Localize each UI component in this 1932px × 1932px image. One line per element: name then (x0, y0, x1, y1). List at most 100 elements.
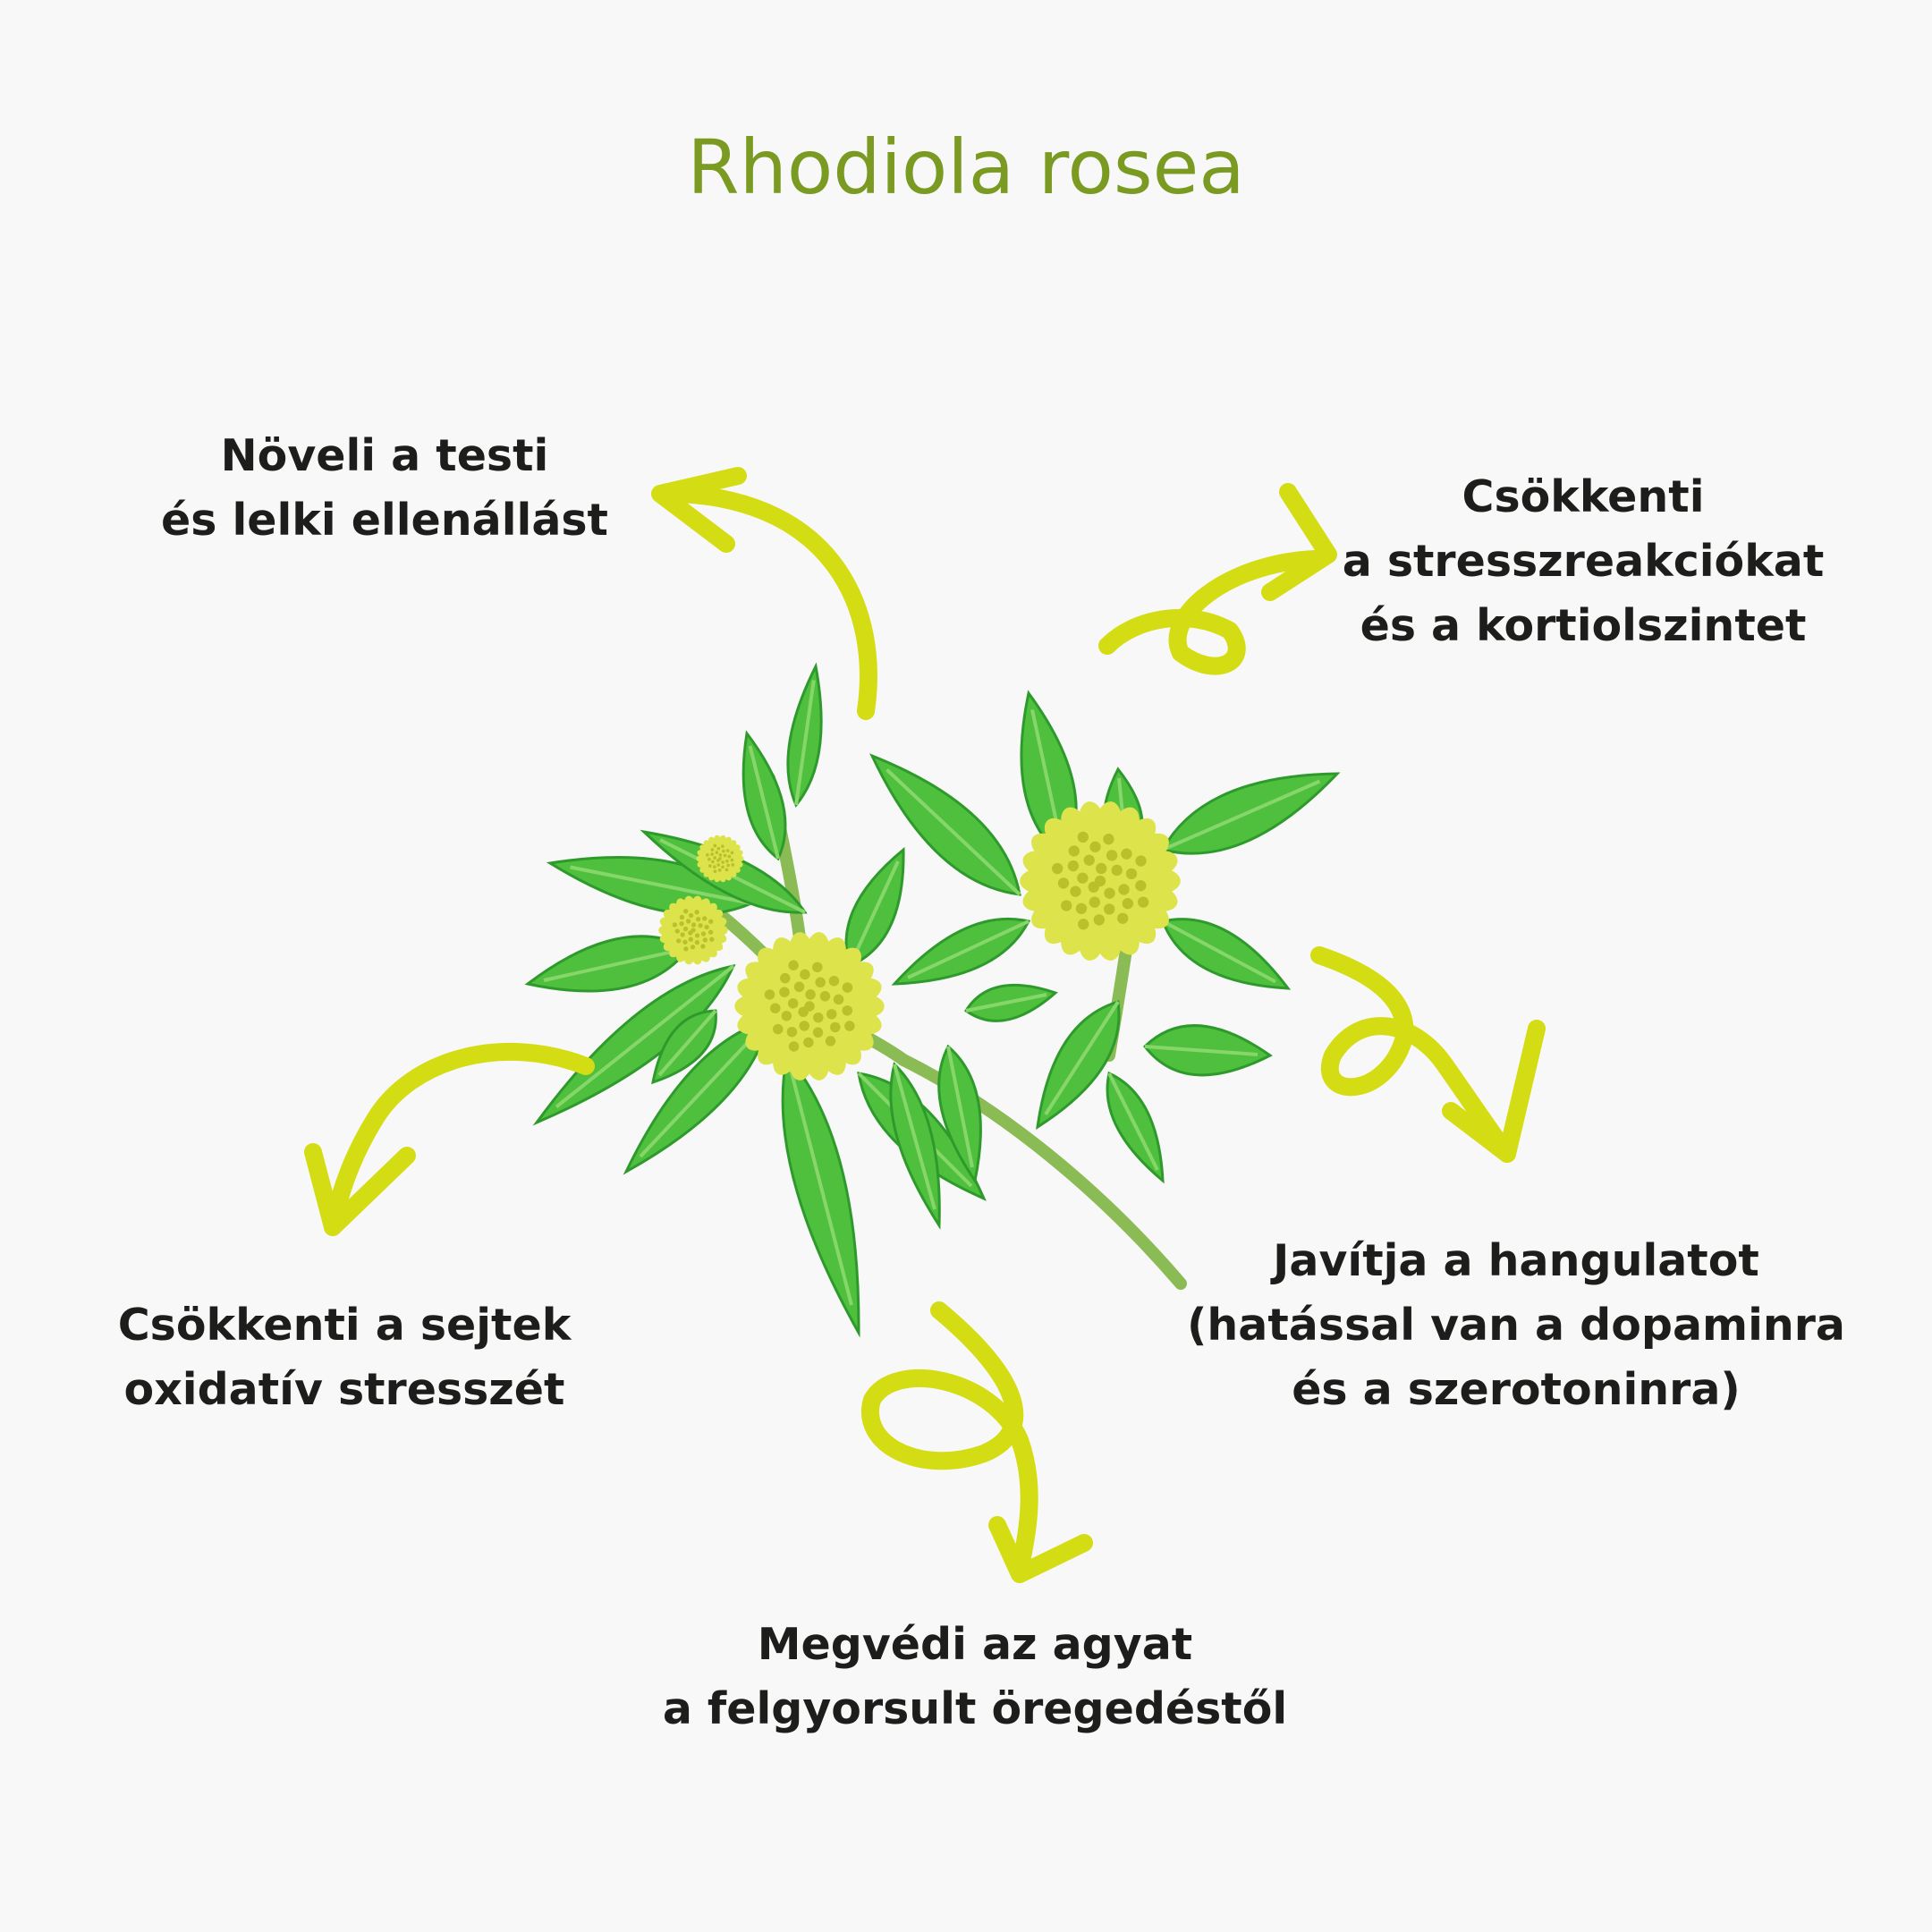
flower-floret (1122, 898, 1134, 910)
flower-floret (1070, 886, 1081, 897)
flower-floret (1078, 919, 1089, 930)
arrow-to-brain (861, 1301, 1093, 1583)
flower-floret (828, 976, 840, 987)
flower-floret (726, 863, 730, 868)
benefit-brain-aging: Megvédi az agyat a felgyorsult öregedést… (626, 1613, 1324, 1741)
flower-floret (1104, 887, 1115, 899)
flower-floret (1106, 850, 1118, 861)
arrow-to-mood (1310, 946, 1546, 1163)
flower-floret (830, 1021, 841, 1033)
leaf-vein (893, 1063, 936, 1210)
flower-floret (713, 856, 717, 860)
flower-floret (786, 1026, 798, 1038)
flower-floret (688, 912, 694, 919)
benefit-stress-cortisol: Csökkenti a stresszreakciókat és a korti… (1315, 465, 1852, 658)
flower-floret (721, 865, 724, 869)
flower-head (658, 895, 728, 965)
arrow-head-icon (988, 1516, 1093, 1583)
flower-floret (813, 1012, 824, 1023)
flower-floret (833, 994, 844, 1005)
benefit-line: (hatással van a dopaminra (1186, 1300, 1845, 1351)
arrow-to-oxidative (304, 1042, 595, 1236)
flower-floret (698, 923, 703, 928)
flower-floret (711, 860, 715, 864)
flower-floret (799, 1021, 809, 1031)
flower-floret (672, 922, 678, 928)
flower-floret (770, 1003, 781, 1013)
flower-floret (686, 919, 691, 924)
flower-floret (1135, 880, 1147, 892)
flower-floret (1103, 834, 1114, 845)
leaf-vein (1144, 1045, 1258, 1056)
flower-floret (842, 1005, 853, 1016)
flower-floret (842, 982, 853, 993)
flower-floret (764, 989, 775, 1000)
leaf-vein (1162, 779, 1321, 852)
flower-floret (812, 962, 823, 973)
flower-floret (773, 1023, 784, 1035)
arrow-head-icon (304, 1143, 416, 1236)
flower-floret (798, 1006, 809, 1018)
flower-floret (730, 858, 734, 862)
flower-floret (708, 919, 714, 924)
leaf (524, 935, 691, 993)
flower-floret (712, 865, 716, 869)
flower-floret (715, 851, 719, 854)
flower-floret (1057, 877, 1070, 889)
benefit-line: a stresszreakciókat (1342, 536, 1825, 587)
benefit-line: és a kortiolszintet (1360, 600, 1807, 651)
flower-floret (1111, 864, 1123, 877)
leaf-vein (1044, 1000, 1120, 1116)
leaf-vein (946, 1046, 974, 1168)
benefit-line: Csökkenti a sejtek (117, 1300, 572, 1351)
flower-floret (700, 944, 706, 949)
leaf-vein (748, 745, 780, 860)
flower-floret (682, 926, 689, 932)
benefit-line: Megvédi az agyat (757, 1619, 1193, 1670)
page-title: Rhodiola rosea (687, 123, 1245, 211)
leaf-vein (965, 993, 1047, 1013)
flower-floret (688, 930, 693, 936)
leaf-vein (785, 1055, 853, 1306)
flower-floret (1083, 854, 1095, 866)
flower-floret (721, 860, 724, 864)
flower-floret (1061, 900, 1072, 911)
curved-arrow-icon (324, 1042, 595, 1236)
arrow-head-icon (1442, 1020, 1546, 1163)
benefit-line: oxidatív stresszét (123, 1364, 565, 1415)
flower-floret (1121, 848, 1132, 860)
flower-floret (723, 853, 727, 858)
flower-floret (815, 977, 826, 988)
flower-floret (674, 928, 680, 934)
flower-floret (708, 864, 712, 868)
flower-floret (709, 936, 715, 942)
flower-floret (700, 931, 707, 936)
flower-floret (1135, 855, 1147, 867)
flower-floret (706, 853, 709, 857)
flower-floret (694, 939, 700, 945)
flower-floret (1089, 841, 1101, 852)
flower-floret (725, 859, 729, 863)
flower-floret (683, 946, 689, 952)
arrow-to-resilience (651, 467, 877, 720)
benefit-line: Növeli a testi (220, 430, 549, 481)
flower-floret (725, 849, 730, 852)
plant-illustration (524, 662, 1341, 1338)
leaf-vein (555, 964, 735, 1109)
flower-floret (805, 989, 816, 1000)
benefit-line: Csökkenti (1462, 471, 1705, 522)
leaf-vein (848, 860, 900, 967)
flower-floret (1077, 831, 1089, 843)
leaf (741, 730, 787, 861)
flower-floret (713, 843, 717, 848)
flower-floret (682, 939, 688, 945)
benefit-line: a felgyorsult öregedéstől (662, 1683, 1288, 1734)
flower-floret (800, 969, 810, 980)
arrow-to-stress (1098, 483, 1337, 675)
flower-floret (691, 922, 697, 928)
flower-floret (716, 859, 720, 862)
curved-arrow-icon (671, 485, 877, 720)
flower-floret (708, 857, 711, 861)
